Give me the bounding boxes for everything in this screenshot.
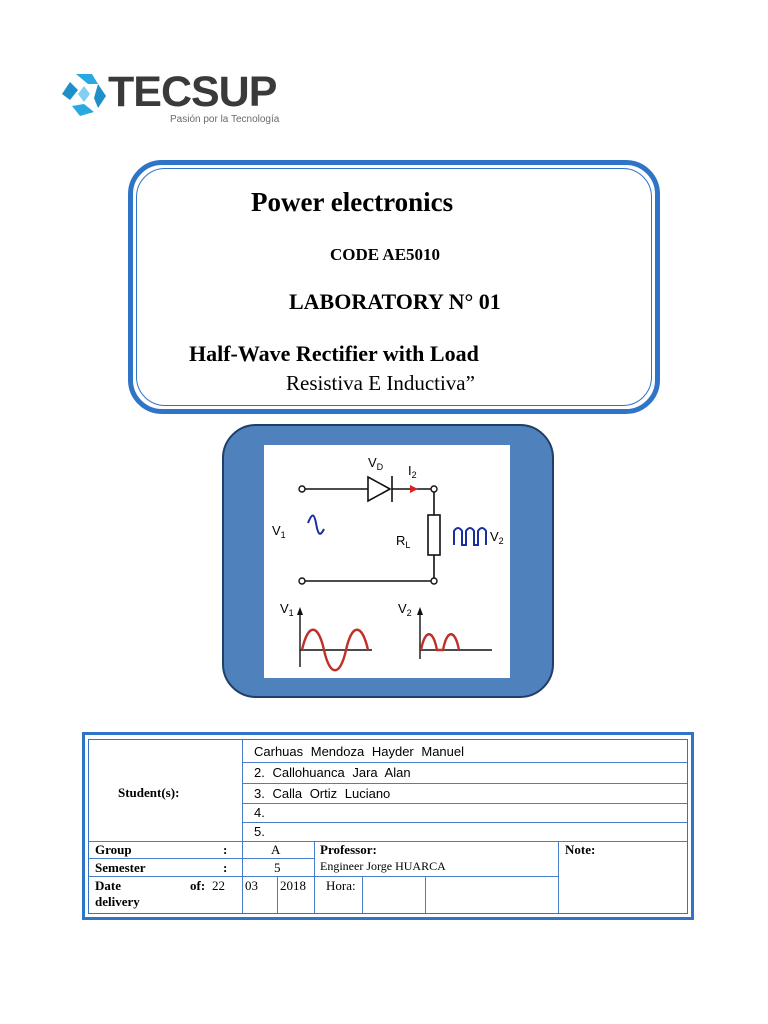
date-of-label: of: [190,878,206,893]
professor-value: Engineer Jorge HUARCA [320,859,446,873]
output-voltage-label: V2 [490,529,504,546]
output-pulse-icon [453,527,487,546]
half-wave-rectifier-diagram: VD I2 V1 RL V2 V1 V2 [264,445,510,678]
logo-tagline: Pasión por la Tecnología [170,114,280,125]
diode-icon [367,475,392,503]
input-sine-icon [307,514,325,535]
professor-label: Professor: [320,842,377,857]
laboratory-number: LABORATORY N° 01 [289,289,501,314]
semester-colon: : [223,860,228,875]
students-label: Student(s): [118,785,180,800]
group-colon: : [223,842,228,857]
student-info-table [88,739,688,914]
logo-wordmark: TECSUP [108,68,277,116]
note-label: Note: [565,842,596,857]
graph2-label: V2 [398,601,412,618]
recycle-arrows-icon [62,74,106,116]
semester-label: Semester [95,860,146,875]
student-info-table-border [82,732,694,920]
date-day: 22 [212,878,225,893]
group-value: A [271,842,281,857]
semester-value: 5 [274,860,281,875]
group-label: Group [95,842,132,857]
student-3: 3. Calla Ortiz Luciano [254,786,391,801]
graph1-label: V1 [280,601,294,618]
resistor-label: RL [396,533,410,550]
input-voltage-label: V1 [272,523,286,540]
lab-subtitle-line2: Resistiva E Inductiva” [286,371,475,395]
diode-label: VD [368,455,384,472]
student-2: 2. Callohuanca Jara Alan [254,765,411,780]
current-label: I2 [408,463,417,480]
title-box: Power electronics CODE AE5010 LABORATORY… [128,160,660,414]
date-label: Date [95,878,121,893]
date-month: 03 [245,878,258,893]
hora-label: Hora: [326,878,356,893]
student-4: 4. [254,805,265,820]
output-waveform-graph: V2 [398,601,492,659]
delivery-label: delivery [95,894,140,909]
input-waveform-graph: V1 [280,601,372,672]
current-arrow-icon [410,485,418,493]
resistor-icon [427,514,441,556]
course-code: CODE AE5010 [330,245,441,264]
course-title: Power electronics [251,187,454,217]
tecsup-logo-mark [62,74,106,116]
date-year: 2018 [280,878,306,893]
student-5: 5. [254,824,265,839]
student-1: Carhuas Mendoza Hayder Manuel [254,744,464,759]
lab-subtitle-line1: Half-Wave Rectifier with Load [189,341,479,366]
